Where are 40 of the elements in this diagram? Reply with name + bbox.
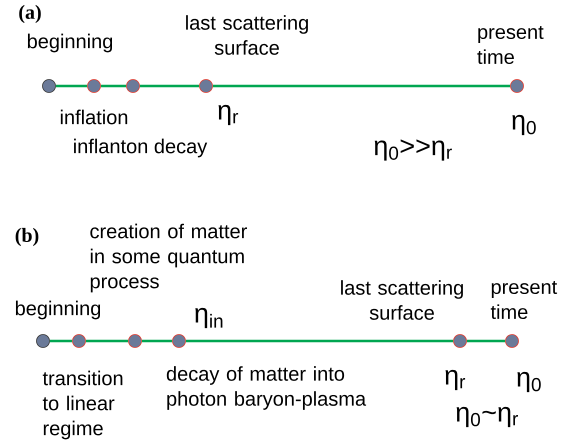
panel-label: (b) xyxy=(16,228,38,246)
relation-label: η$_{0}$~η$_{r}$ xyxy=(456,406,518,428)
timeline-dot xyxy=(128,334,142,348)
timeline-dot xyxy=(72,334,86,348)
timeline-dot xyxy=(453,334,467,348)
event-label: inflanton decay xyxy=(74,138,208,158)
eta-symbol: η$_{0}$ xyxy=(517,372,541,392)
timeline-dot xyxy=(87,79,101,93)
event-label: present time xyxy=(490,280,558,320)
timeline-dot xyxy=(199,79,213,93)
timeline-line xyxy=(142,340,172,342)
eta-symbol: η$_{in}$ xyxy=(195,308,222,328)
timeline-dot xyxy=(510,79,524,93)
timeline-dot xyxy=(172,334,186,348)
timeline-line xyxy=(50,340,72,342)
timeline-line xyxy=(140,84,200,88)
timeline-dot xyxy=(36,334,50,348)
event-label: creation of matter in some quantum process xyxy=(90,224,247,292)
timeline-dot xyxy=(42,79,56,93)
timeline-line xyxy=(100,84,126,88)
event-label: transition to linear regime xyxy=(42,370,122,440)
event-label: last scattering surface xyxy=(341,280,463,320)
timeline-dot xyxy=(505,334,519,348)
timeline-line xyxy=(186,340,454,342)
event-label: decay of matter into photon baryon-plasma xyxy=(166,366,366,410)
eta-symbol: η$_{0}$ xyxy=(512,114,536,136)
event-label: last scattering surface xyxy=(186,15,308,55)
event-label: beginning xyxy=(16,300,100,320)
panel-label: (a) xyxy=(19,4,41,24)
event-label: present time xyxy=(477,26,544,64)
timeline-line xyxy=(86,340,128,342)
timeline-line xyxy=(212,84,510,88)
event-label: inflation xyxy=(60,110,128,124)
event-label: beginning xyxy=(28,34,112,52)
timeline-line xyxy=(466,340,506,342)
relation-label: η$_{0}$>>η$_{r}$ xyxy=(374,139,452,161)
timeline-dot xyxy=(126,79,140,93)
timeline-line xyxy=(56,84,88,88)
eta-symbol: η$_{r}$ xyxy=(446,370,466,390)
eta-symbol: η$_{r}$ xyxy=(218,104,238,126)
